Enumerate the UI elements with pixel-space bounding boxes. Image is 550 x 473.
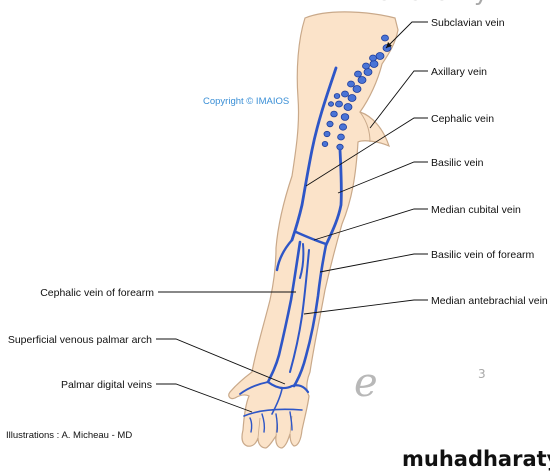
copyright-text: Copyright © IMAIOS <box>203 96 289 107</box>
leader-median-cubital <box>313 208 428 241</box>
label-palmar-digital-veins: Palmar digital veins <box>61 379 152 391</box>
superficial-venous-palmar-arch <box>266 380 310 394</box>
basilic-vein-of-forearm <box>292 243 328 388</box>
label-median-cubital-vein: Median cubital vein <box>431 204 521 216</box>
arm-illustration <box>228 11 399 449</box>
leader-lines <box>156 21 428 413</box>
median-antebrachial-vein <box>289 249 310 373</box>
arm-outline <box>228 11 399 449</box>
elbow-branch-lateral <box>275 238 294 272</box>
label-basilic-vein-of-forearm: Basilic vein of forearm <box>431 249 535 261</box>
logo-e: e <box>354 360 378 406</box>
logo-word: anatomy <box>378 0 489 6</box>
e-anatomy-logo: e anatomy 3 <box>354 0 489 406</box>
leader-palmar-arch <box>156 338 286 385</box>
illustration-credit: Illustrations : A. Micheau - MD <box>6 430 132 441</box>
leader-basilic-forearm <box>319 253 428 273</box>
label-cephalic-vein: Cephalic vein <box>431 113 494 125</box>
leader-subclavian <box>385 21 428 49</box>
leader-palmar-digital <box>156 383 253 413</box>
label-basilic-vein: Basilic vein <box>431 157 484 169</box>
labels: Subclavian vein Axillary vein Cephalic v… <box>8 17 548 391</box>
basilic-vein <box>324 148 343 247</box>
site-watermark: muhadharaty.com <box>402 447 550 471</box>
palmar-digital-vein-1 <box>249 417 253 433</box>
cephalic-vein <box>290 66 338 242</box>
label-median-antebrachial-vein: Median antebrachial vein <box>431 295 548 307</box>
palm-vein <box>271 388 283 415</box>
palmar-digital-vein-4 <box>289 411 293 431</box>
logo-superscript: 3 <box>478 367 486 381</box>
leader-subclavian-arrow <box>386 42 392 48</box>
leader-cephalic <box>305 117 428 187</box>
leader-axillary <box>369 70 428 129</box>
thumb-vein <box>239 381 269 395</box>
label-cephalic-vein-of-forearm: Cephalic vein of forearm <box>40 287 154 299</box>
median-cubital-vein <box>294 230 328 246</box>
leader-median-antebrachial <box>303 299 428 315</box>
label-axillary-vein: Axillary vein <box>431 66 487 78</box>
label-subclavian-vein: Subclavian vein <box>431 17 505 29</box>
leader-basilic <box>337 161 428 194</box>
palmar-digital-arch <box>243 408 303 417</box>
armpit-fold <box>359 111 371 143</box>
elbow-branch-medial <box>299 243 305 279</box>
palmar-digital-vein-3 <box>275 413 279 433</box>
label-superficial-venous-palmar-arch: Superficial venous palmar arch <box>8 334 152 346</box>
palmar-digital-vein-2 <box>261 413 266 433</box>
axillary-vein-chain <box>321 34 392 151</box>
finger-crease-1 <box>257 417 261 439</box>
cephalic-vein-of-forearm <box>266 240 302 384</box>
veins <box>239 34 392 433</box>
